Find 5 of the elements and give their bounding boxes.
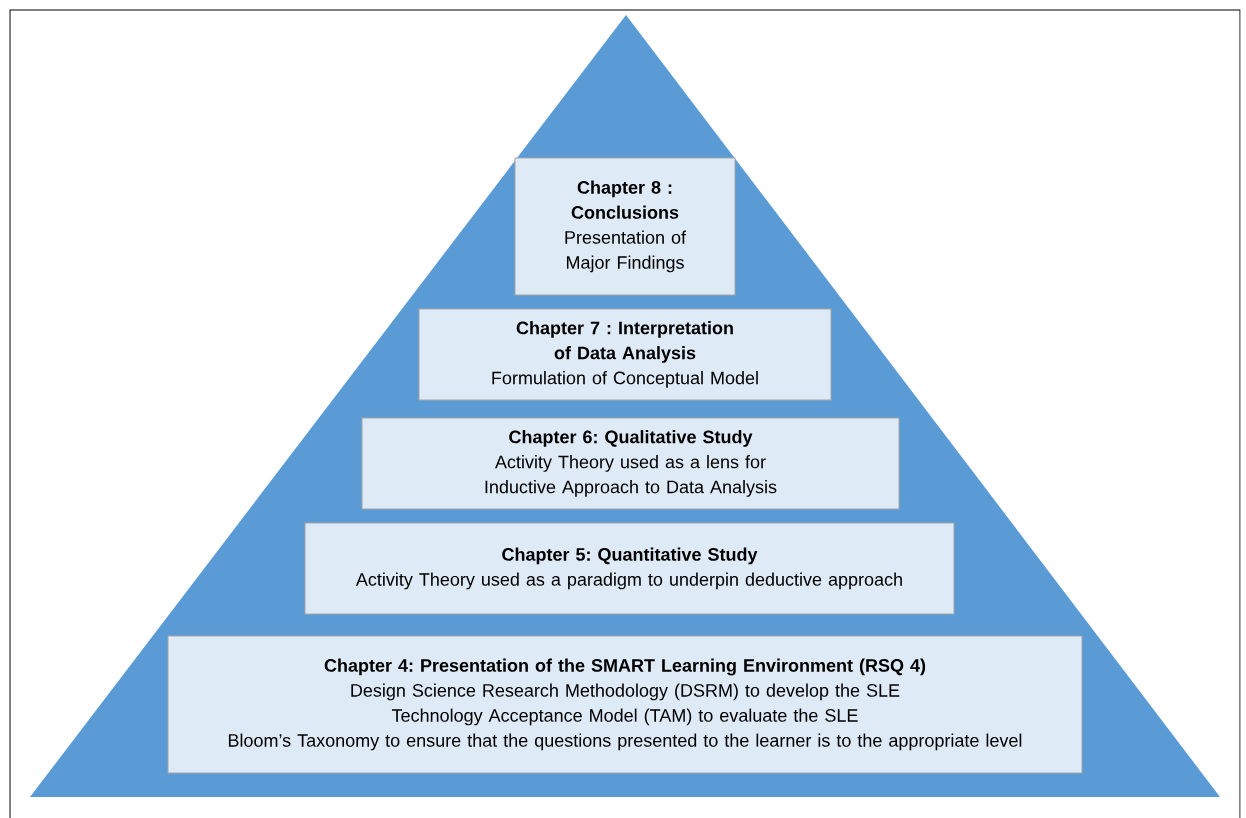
chapter-box: Chapter 5: Quantitative Study Activity Theory used as a paradigm to underpin deductive approach (304, 522, 955, 615)
chapter-box: Chapter 4: Presentation of the SMART Learning Environment (RSQ 4) Design Science Research Methodology (DSRM) to develop the SLE Technology Acceptance Model (TAM) to evaluate the SLE Bloom’s Taxonomy to ensure that the questions presented to the learner is to the appropriate level (167, 635, 1083, 774)
chapter-box: Chapter 7 : Interpretation of Data Analysis Formulation of Conceptual Model (418, 308, 832, 401)
chapter-box: Chapter 8 : Conclusions Presentation of Major Findings (514, 157, 736, 296)
chapter-box: Chapter 6: Qualitative Study Activity Theory used as a lens for Inductive Approach to Data Analysis (361, 417, 900, 510)
